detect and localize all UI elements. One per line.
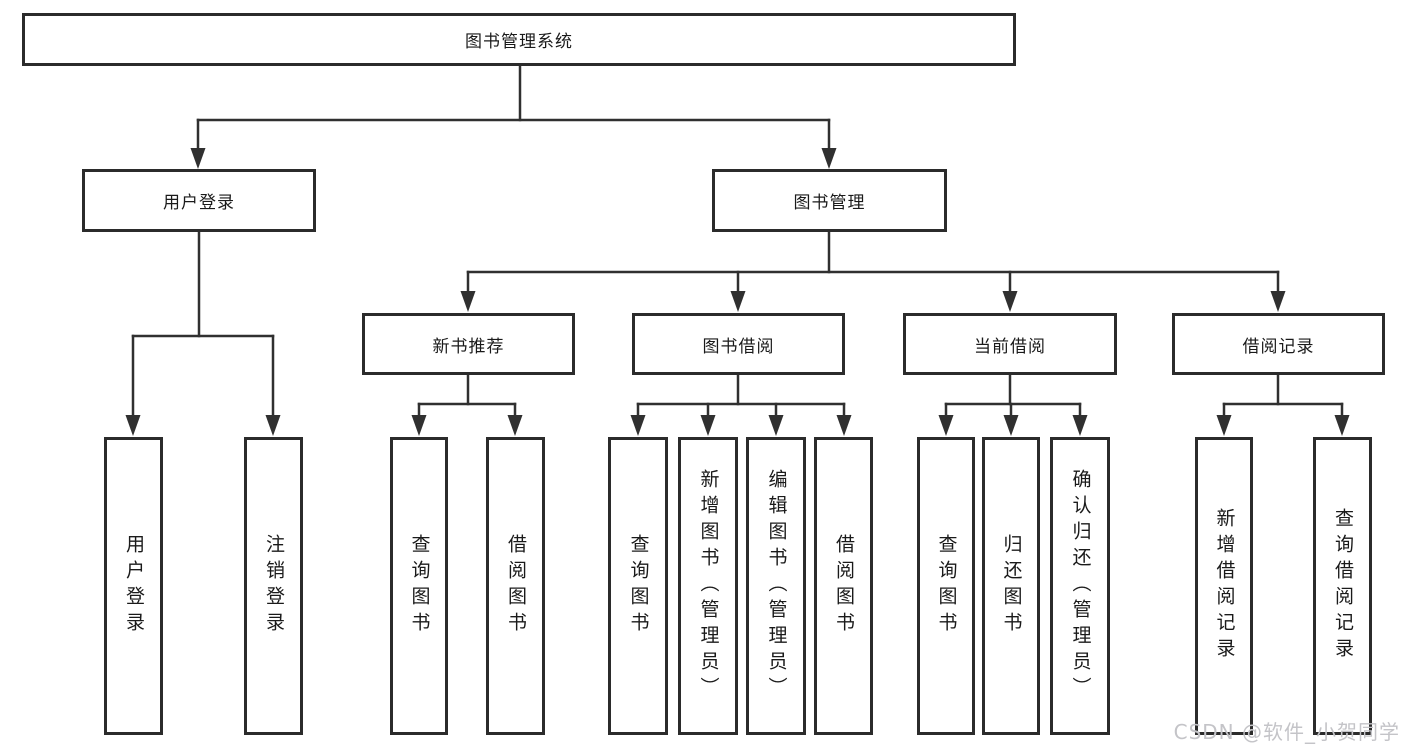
leaf-add-borrow-record: 新增借阅记录 [1195,437,1253,735]
connector-root-to-level2 [190,64,837,169]
node-book-borrowing: 图书借阅 [632,313,845,375]
node-user-login: 用户登录 [82,169,316,232]
leaf-query-books-current: 查询图书 [917,437,975,735]
connector-user-login-to-leaves [125,230,281,436]
connector-current-borrow-to-leaves [938,373,1088,436]
node-book-management: 图书管理 [712,169,947,232]
connector-book-borrow-to-leaves [630,373,852,436]
leaf-return-books: 归还图书 [982,437,1040,735]
leaf-borrow-books-borrowing: 借阅图书 [814,437,873,735]
node-book-borrowing-label: 图书借阅 [702,336,775,357]
node-new-book-recommend: 新书推荐 [362,313,575,375]
connector-borrow-records-to-leaves [1216,373,1350,436]
connector-new-book-rec-to-leaves [411,373,523,436]
node-borrowing-records-label: 借阅记录 [1242,336,1315,357]
connector-book-mgmt-to-level3 [460,230,1286,312]
node-library-system: 图书管理系统 [22,13,1016,66]
csdn-watermark: CSDN @软件_小贺同学 [1173,720,1400,744]
leaf-user-login: 用户登录 [104,437,163,735]
leaf-query-books-recommend: 查询图书 [390,437,448,735]
leaf-query-books-borrowing: 查询图书 [608,437,668,735]
node-current-borrowing-label: 当前借阅 [974,336,1046,357]
leaf-borrow-books-recommend: 借阅图书 [486,437,545,735]
node-new-book-recommend-label: 新书推荐 [432,336,505,357]
leaf-edit-books-admin: 编辑图书（管理员） [746,437,806,735]
node-borrowing-records: 借阅记录 [1172,313,1385,375]
leaf-query-borrow-record: 查询借阅记录 [1313,437,1372,735]
leaf-add-books-admin: 新增图书（管理员） [678,437,738,735]
leaf-logout: 注销登录 [244,437,303,735]
node-current-borrowing: 当前借阅 [903,313,1117,375]
node-user-login-label: 用户登录 [163,193,235,213]
leaf-confirm-return-admin: 确认归还（管理员） [1050,437,1110,735]
node-library-system-label: 图书管理系统 [465,32,573,52]
node-book-management-label: 图书管理 [793,193,866,213]
